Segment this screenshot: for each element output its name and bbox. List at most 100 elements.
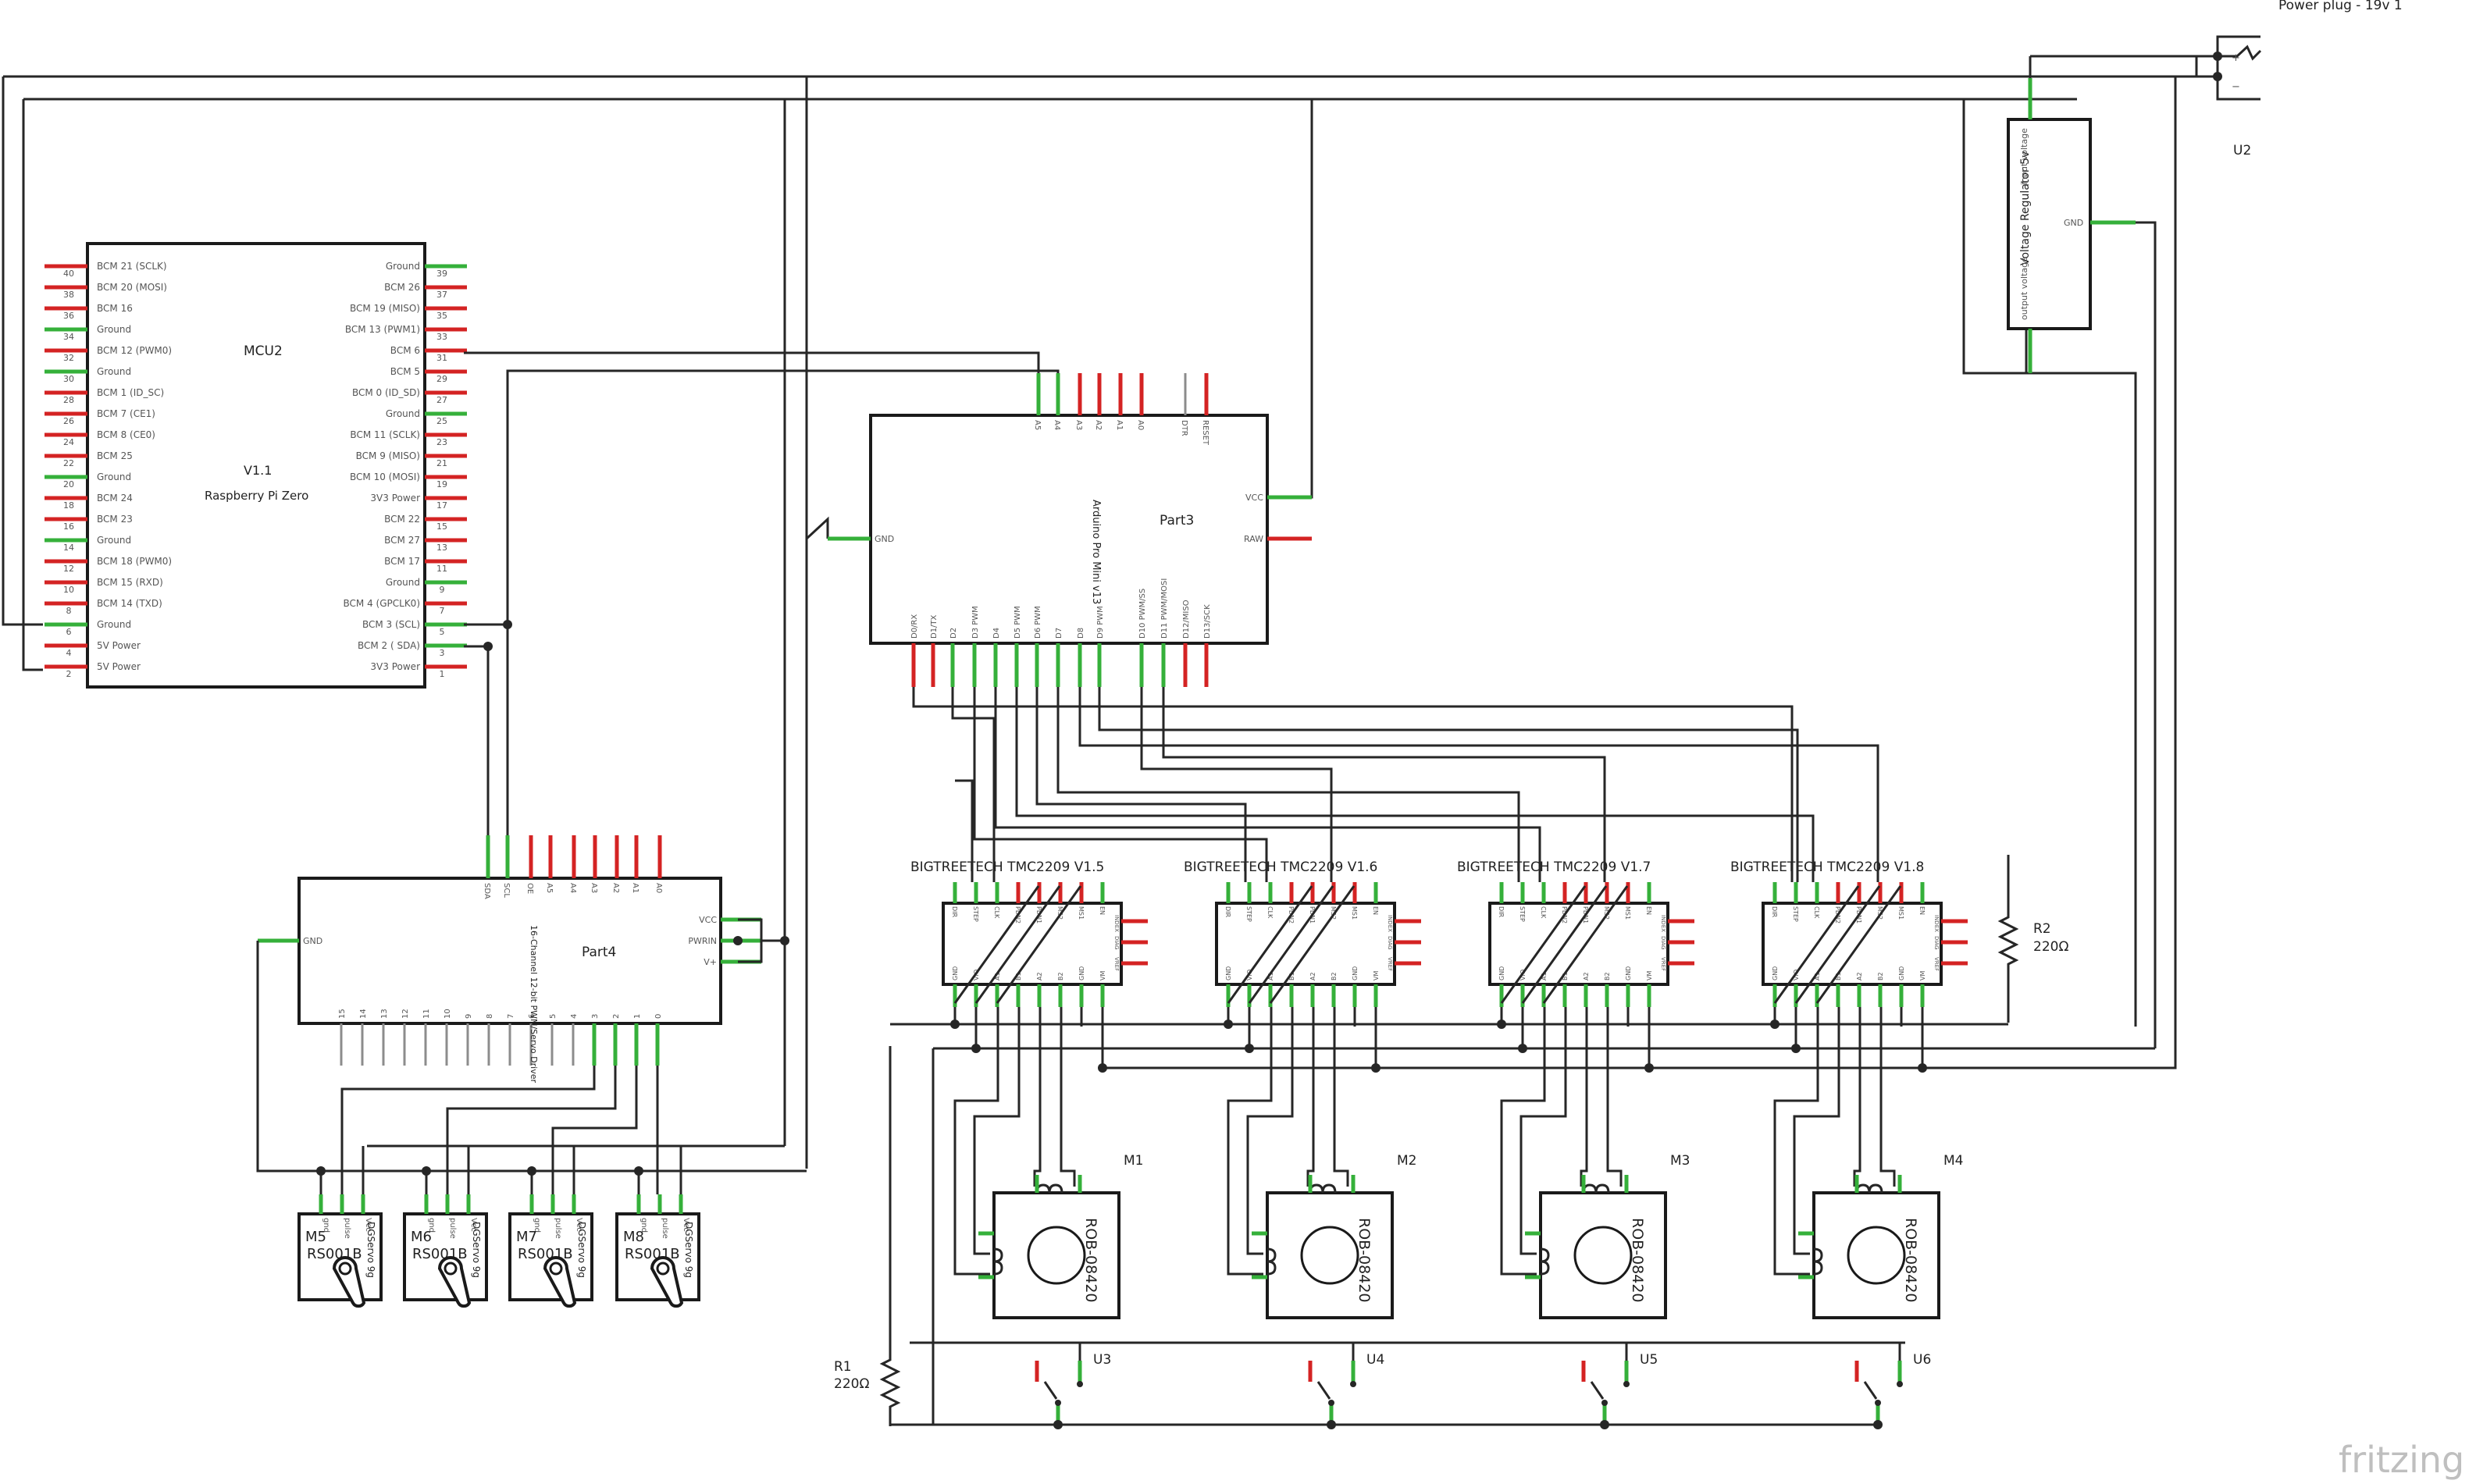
driver-top-pin-label: DIR xyxy=(951,906,958,918)
limit-switch: U6 xyxy=(1854,1343,1931,1429)
mcu-pin-number: 26 xyxy=(63,416,74,426)
pca-top-pin-label: A3 xyxy=(590,883,598,893)
mcu-pin-label: BCM 7 (CE1) xyxy=(97,408,155,419)
junction-dot xyxy=(316,1166,326,1176)
motor-model: ROB-08420 xyxy=(1629,1218,1646,1303)
motor-model: ROB-08420 xyxy=(1356,1218,1373,1303)
servo-pin-label: Vcc xyxy=(682,1218,690,1232)
switch-contact xyxy=(1055,1400,1061,1406)
coil-wire xyxy=(1227,1007,1273,1276)
signal-wire xyxy=(973,687,1268,882)
junction-dot xyxy=(527,1166,536,1176)
mcu-name: MCU2 xyxy=(244,343,283,359)
mcu-pin-label: BCM 17 xyxy=(384,556,420,567)
junction-dot xyxy=(1371,1063,1381,1073)
mcu-pin-label: BCM 6 xyxy=(390,345,420,356)
coil-wire xyxy=(1519,1007,1567,1255)
junction-dot xyxy=(1600,1420,1609,1429)
driver-top-pin-label: STEP xyxy=(972,906,979,922)
driver-bottom-pin-label: VM xyxy=(1646,971,1653,980)
mcu-pin-label: BCM 23 xyxy=(97,514,133,525)
mcu-pin-label: BCM 18 (PWM0) xyxy=(97,556,172,567)
driver-right-pin-label: VREF xyxy=(1660,957,1666,971)
mcu-pin-label: BCM 0 (ID_SD) xyxy=(352,387,420,398)
driver-top-pin-label: CLK xyxy=(1267,906,1274,919)
motor-model: ROB-08420 xyxy=(1082,1218,1099,1303)
servo-horn xyxy=(543,1256,577,1308)
servo-pin-label: pulse xyxy=(661,1218,669,1239)
svg-text:−: − xyxy=(2232,81,2240,93)
mcu-pin-label: BCM 20 (MOSI) xyxy=(97,282,167,293)
mcu-pin-number: 9 xyxy=(440,585,445,595)
arduino-bottom-pin-label: D10 PWM/SS xyxy=(1138,589,1147,639)
pca-top-pin-label: SDA xyxy=(483,883,491,899)
servo-body xyxy=(403,1212,488,1301)
mcu-pin-number: 20 xyxy=(63,479,74,489)
driver-power-taps xyxy=(953,1007,1104,1068)
mcu-pin-label: Ground xyxy=(386,261,420,272)
mcu-pin-label: BCM 22 xyxy=(384,514,420,525)
tmc2209-driver-title: BIGTREETECH TMC2209 V1.6 xyxy=(1184,859,1377,875)
driver-bottom-pin-label: GND xyxy=(952,966,959,980)
driver-bottom-pin-label: GND xyxy=(1625,966,1632,980)
driver-bottom-pin-label: A1 xyxy=(1814,972,1821,980)
mcu-pin-label: BCM 13 (PWM1) xyxy=(345,324,420,335)
servo-gnd-rail xyxy=(256,941,807,1173)
arduino-top-pin-label: RESET xyxy=(1201,420,1209,446)
pca-top-pin-label: A0 xyxy=(654,883,663,893)
pca-bottom-pin-label: 5 xyxy=(549,1014,558,1019)
driver-bottom-pin-label: A2 xyxy=(1036,972,1043,980)
mcu-pin-number: 27 xyxy=(436,395,447,405)
driver-top-pin-label: DIR xyxy=(1224,906,1231,918)
driver-jumper xyxy=(1227,885,1313,1004)
mcu-pin-number: 33 xyxy=(436,332,447,342)
driver-bottom-pin-label: A2 xyxy=(1583,972,1590,980)
mcu-pin-number: 29 xyxy=(436,374,447,384)
signal-wire xyxy=(1098,687,1799,882)
mcu-pin-label: BCM 21 (SCLK) xyxy=(97,261,167,272)
mcu-pin-number: 13 xyxy=(436,543,447,553)
pca-top-pin-label: SCL xyxy=(502,883,511,898)
coil-wire xyxy=(1060,1007,1076,1187)
arduino-bottom-pin-label: D4 xyxy=(992,628,1001,639)
servo-name: M5 xyxy=(305,1229,326,1245)
signal-wire xyxy=(1035,687,1247,882)
mcu-pin-label: Ground xyxy=(386,577,420,588)
mcu-pin-number: 4 xyxy=(66,648,72,658)
driver-right-pin-label: DIAG xyxy=(1933,936,1940,950)
switch-lever xyxy=(1863,1381,1878,1400)
mcu-pin-number: 40 xyxy=(63,269,74,279)
mcu-pin-label: BCM 8 (CE0) xyxy=(97,429,155,440)
mcu-pin-number: 6 xyxy=(66,627,72,637)
signal-wire xyxy=(912,687,1794,882)
mcu-pin-number: 3 xyxy=(440,648,445,658)
switch-contact xyxy=(1601,1400,1608,1406)
signal-wire xyxy=(1056,687,1520,882)
driver-top-pin-label: MS1 xyxy=(1624,906,1631,920)
arduino-subtitle: Arduino Pro Mini v13 xyxy=(1090,500,1102,604)
motor-name: M1 xyxy=(1124,1153,1143,1169)
servo-name: M7 xyxy=(516,1229,537,1245)
driver-bottom-pin-label: VM xyxy=(1919,971,1926,980)
pca-bottom-pin-label: 10 xyxy=(444,1009,452,1019)
tmc2209-driver-body xyxy=(1488,902,1669,986)
mcu-pin-label: BCM 12 (PWM0) xyxy=(97,345,172,356)
switch-contact xyxy=(1623,1381,1630,1387)
driver-top-pin-label: MS1 xyxy=(1078,906,1085,920)
pca-bottom-pin-label: 14 xyxy=(359,1009,368,1019)
junction-dot xyxy=(1918,1063,1927,1073)
switch-contact xyxy=(1897,1381,1903,1387)
pca-top-pin-label: OE xyxy=(525,883,534,894)
motor-body xyxy=(1812,1191,1940,1319)
driver-bottom-pin-label: A1 xyxy=(994,972,1001,980)
driver-bottom-pin-label: A1 xyxy=(1267,972,1274,980)
mcu-pin-label: BCM 11 (SCLK) xyxy=(350,429,420,440)
driver-top-pin-label: CLK xyxy=(1813,906,1820,919)
stepper-motors: M1ROB-08420M2ROB-08420M3ROB-08420M4ROB-0… xyxy=(978,1153,1963,1319)
coil-wire xyxy=(1879,1007,1896,1187)
pca-bottom-pin-label: 0 xyxy=(654,1014,663,1019)
motor-coil xyxy=(1582,1183,1610,1194)
driver-jumper xyxy=(974,885,1061,1004)
